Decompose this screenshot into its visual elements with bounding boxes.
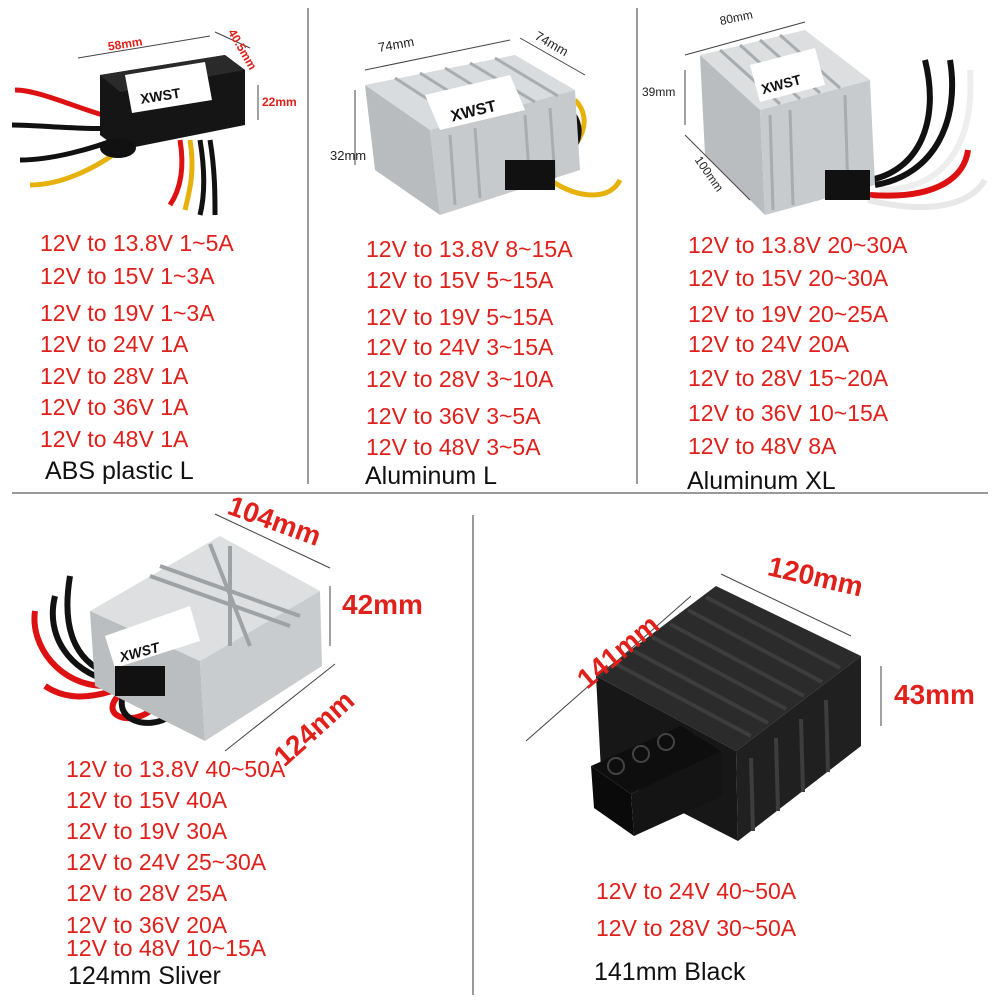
spec-line: 12V to 28V 3~10A [366,366,554,392]
product-brand-label: XWST [139,85,182,107]
product-caption: ABS plastic L [45,457,194,485]
product-caption: Aluminum L [365,462,497,490]
spec-line: 12V to 28V 15~20A [688,365,889,391]
product-panel-aluminum-l: XWST 74mm 74mm 32mm 12V to 13.8V 8~15A 1… [310,0,635,490]
spec-line: 12V to 28V 1A [40,363,189,389]
dimension-length: 104mm [224,496,325,552]
product-image-aluminum-xl: XWST [684,21,988,215]
dimension-width: 141mm [571,609,665,695]
dimension-labels: 141mm 120mm 43mm [571,551,975,710]
spec-line: 12V to 28V 25A [66,880,228,906]
dimension-height: 39mm [642,85,675,99]
dimension-length: 80mm [718,7,754,28]
spec-line: 12V to 36V 10~15A [688,400,889,426]
spec-line: 12V to 36V 1A [40,394,189,420]
dimension-width: 40.5mm [225,27,259,73]
product-panel-aluminum-xl: XWST 80mm 100mm 39mm 12V to 13.8V 20~30A… [640,0,1000,495]
spec-line: 12V to 15V 1~3A [40,263,215,289]
dimension-labels: 58mm 40.5mm 22mm [107,27,297,109]
dimension-height: 42mm [342,589,423,620]
spec-line: 12V to 13.8V 8~15A [366,236,573,262]
divider-vertical-3 [472,515,474,995]
spec-line: 12V to 15V 40A [66,787,228,813]
spec-line: 12V to 13.8V 40~50A [66,756,286,782]
product-panel-abs-plastic-l: XWST 58mm 40.5mm 22mm 12V to 13.8V 1~5A … [0,0,305,490]
spec-line: 12V to 19V 5~15A [366,304,554,330]
dimension-width: 100mm [692,153,726,194]
spec-line: 12V to 13.8V 1~5A [40,230,234,256]
product-caption: 124mm Sliver [68,962,221,990]
spec-line: 12V to 19V 20~25A [688,301,889,327]
divider-vertical-1 [307,8,309,484]
spec-line: 12V to 48V 3~5A [366,434,541,460]
product-image-124mm-sliver: XWST [31,513,336,752]
dimension-height: 22mm [262,95,297,109]
product-caption: Aluminum XL [687,467,836,495]
spec-line: 12V to 24V 1A [40,331,189,357]
spec-line: 12V to 28V 30~50A [596,915,797,941]
spec-line: 12V to 15V 20~30A [688,265,889,291]
spec-line: 12V to 24V 25~30A [66,849,267,875]
dimension-labels: 80mm 100mm 39mm [642,7,754,194]
product-caption: 141mm Black [594,958,746,986]
spec-line: 12V to 36V 3~5A [366,403,541,429]
dimension-height: 43mm [894,679,975,710]
dimension-height: 32mm [330,148,366,163]
spec-line: 12V to 48V 10~15A [66,935,267,961]
product-image-141mm-black [525,573,882,841]
product-image-aluminum-l: XWST [354,37,623,215]
spec-line: 12V to 15V 5~15A [366,267,554,293]
spec-line: 12V to 24V 3~15A [366,334,554,360]
dimension-labels: 104mm 42mm 124mm [224,496,423,766]
dimension-width: 124mm [268,684,360,766]
dimension-width: 74mm [532,28,571,59]
spec-line: 12V to 24V 40~50A [596,878,797,904]
dimension-labels: 74mm 74mm 32mm [330,28,571,163]
spec-line: 12V to 48V 1A [40,426,189,452]
spec-line: 12V to 48V 8A [688,433,837,459]
divider-vertical-2 [636,8,638,484]
product-image-abs-plastic: XWST [11,31,259,216]
spec-line: 12V to 36V 20A [66,912,228,938]
product-panel-124mm-sliver: XWST 104mm 42mm 124mm 12V to 13.8V 40~50… [0,496,470,1000]
dimension-length: 120mm [765,551,866,603]
spec-line: 12V to 19V 30A [66,818,228,844]
spec-line: 12V to 24V 20A [688,331,850,357]
divider-horizontal [12,492,988,494]
spec-line: 12V to 19V 1~3A [40,300,215,326]
dimension-length: 74mm [377,34,415,55]
dimension-length: 58mm [107,34,143,53]
spec-line: 12V to 13.8V 20~30A [688,232,908,258]
product-panel-141mm-black: 141mm 120mm 43mm 12V to 24V 40~50A 12V t… [476,496,1000,1000]
